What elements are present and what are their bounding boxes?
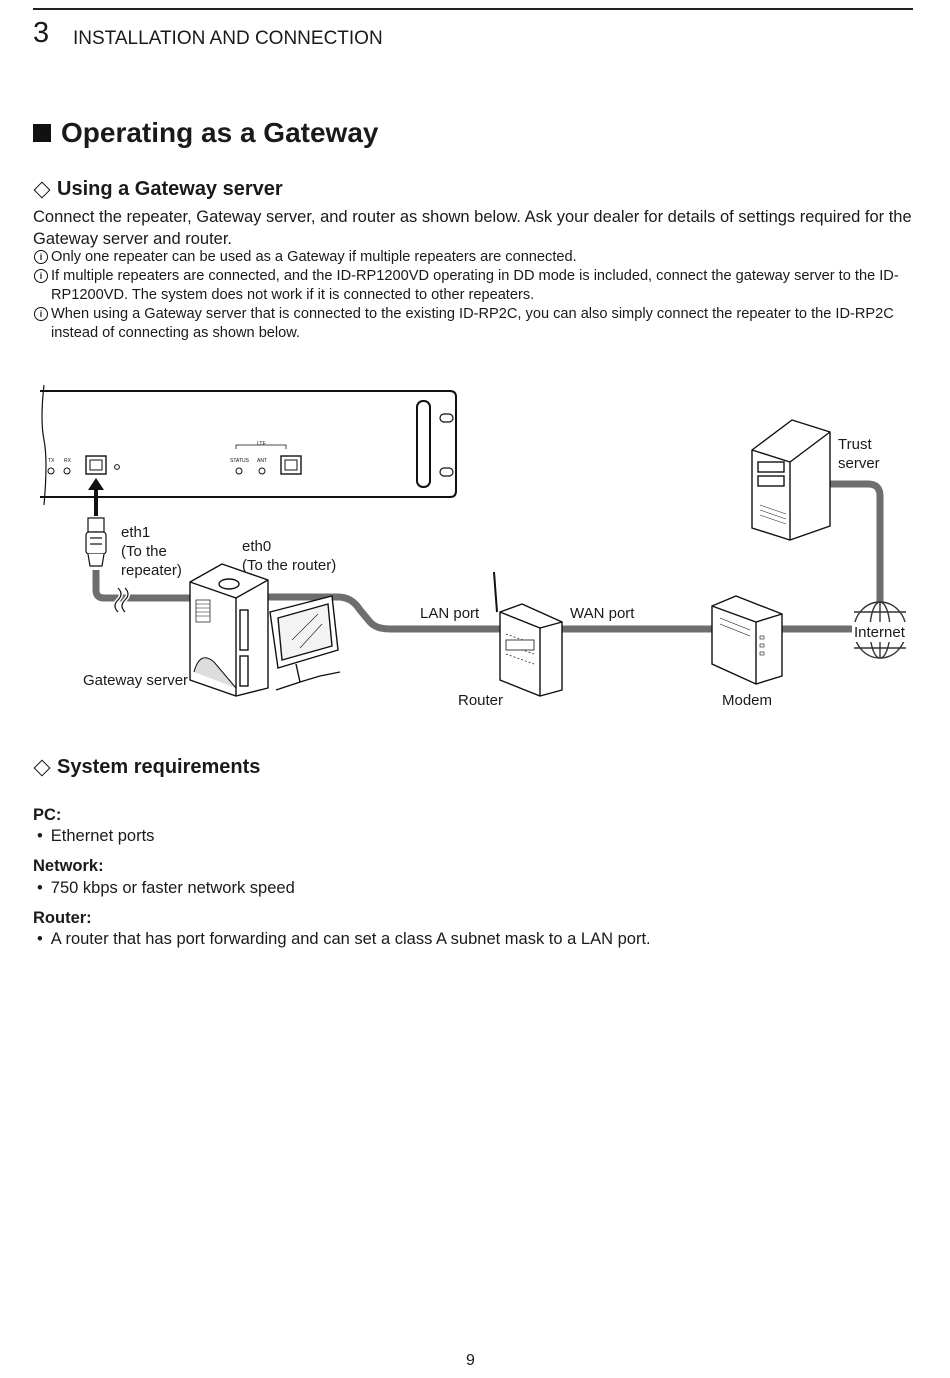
router-item: •A router that has port forwarding and c…: [37, 930, 651, 948]
cable-eth0: [268, 593, 500, 633]
router-heading: Router:: [33, 909, 92, 927]
pc-heading: PC:: [33, 806, 62, 824]
intro-paragraph: Connect the repeater, Gateway server, an…: [33, 208, 912, 248]
note-text: Only one repeater can be used as a Gatew…: [51, 249, 577, 265]
network-item: •750 kbps or faster network speed: [37, 879, 295, 897]
lte-label: LTE: [257, 441, 266, 447]
page-number: 9: [466, 1352, 475, 1369]
note-item: i Only one repeater can be used as a Gat…: [33, 248, 913, 267]
top-rule: [33, 8, 913, 10]
status-label: STATUS: [230, 458, 250, 464]
info-icon: i: [34, 269, 48, 283]
pc-item-text: Ethernet ports: [50, 827, 155, 845]
eth1-label: eth1 (To the repeater): [121, 524, 182, 579]
chapter-number: 3: [33, 17, 50, 49]
wan-port-label: WAN port: [570, 605, 635, 622]
square-bullet-icon: [33, 124, 51, 142]
repeater-panel: [40, 384, 457, 506]
router-item-text: A router that has port forwarding and ca…: [50, 930, 651, 948]
rx-label: RX: [64, 458, 72, 464]
note-item: i When using a Gateway server that is co…: [33, 305, 913, 343]
eth0-label: eth0 (To the router): [242, 538, 337, 574]
lan-connector-icon: [85, 517, 107, 567]
trust-server-icon: [751, 419, 831, 541]
lan-port-label: LAN port: [420, 605, 480, 622]
diamond-icon: [33, 181, 51, 198]
section-title: Operating as a Gateway: [33, 117, 378, 149]
tx-label: TX: [48, 458, 55, 464]
note-text: If multiple repeaters are connected, and…: [51, 268, 899, 303]
ant-label: ANT: [257, 458, 267, 464]
internet-label: Internet: [854, 624, 905, 641]
trust-server-label: Trust server: [838, 436, 880, 472]
subsection-title-requirements: System requirements: [33, 756, 260, 779]
info-icon: i: [34, 250, 48, 264]
diamond-icon: [33, 759, 51, 776]
cable-eth1: [92, 570, 190, 602]
subsection-title-gateway: Using a Gateway server: [33, 178, 283, 201]
section-title-text: Operating as a Gateway: [61, 117, 379, 148]
connection-diagram: TX RX STATUS LTE ANT: [40, 384, 910, 697]
network-item-text: 750 kbps or faster network speed: [50, 879, 295, 897]
router-label: Router: [458, 692, 504, 709]
pc-item: •Ethernet ports: [37, 827, 155, 845]
note-text: When using a Gateway server that is conn…: [51, 306, 894, 341]
router-icon: [493, 571, 563, 697]
note-item: i If multiple repeaters are connected, a…: [33, 267, 913, 305]
modem-icon: [711, 595, 783, 685]
modem-label: Modem: [722, 692, 773, 709]
network-heading: Network:: [33, 857, 104, 875]
subsection-title-text: Using a Gateway server: [57, 178, 283, 200]
chapter-title: INSTALLATION AND CONNECTION: [73, 28, 383, 49]
gateway-server-label: Gateway server: [83, 672, 189, 689]
cable-trust: [830, 480, 884, 602]
info-icon: i: [34, 307, 48, 321]
gateway-server-icon: [189, 563, 341, 697]
subsection-title-text: System requirements: [57, 756, 261, 778]
